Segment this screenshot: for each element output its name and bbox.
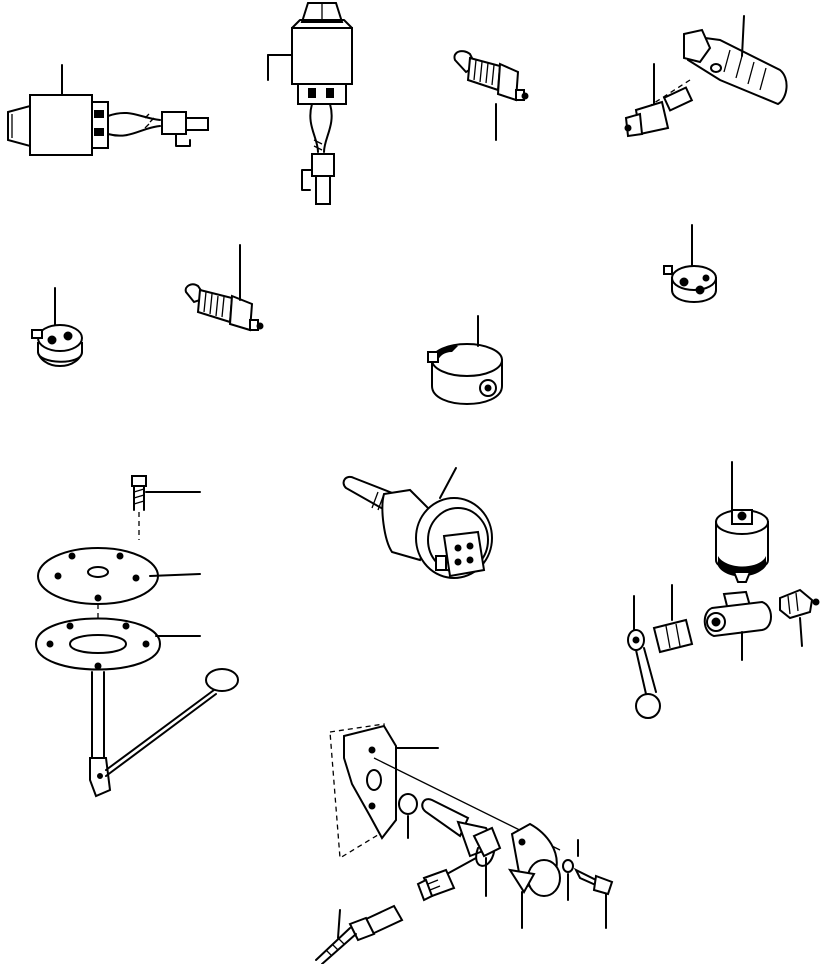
relay-body [29,94,93,156]
sensor-with-adapter [624,15,788,138]
pressure-switch-small [31,287,83,367]
speed-sensor-bracket-assembly [315,723,614,965]
leader-line [337,909,341,939]
washer [562,859,574,873]
sender-gasket [34,617,162,671]
pressure-switch-assembly-with-tee [627,461,820,719]
temperature-sensor [453,50,529,141]
leader-line [741,15,745,57]
fuel-level-sender [34,475,239,798]
o-ring [398,793,418,815]
sensor-connector [442,530,486,578]
leader-line [439,467,457,499]
vertical-relay-switch-with-harness [267,2,353,205]
relay-switch-with-harness [7,64,209,156]
pressure-switch-round [427,315,503,405]
leader-line [799,617,803,647]
leader-line [149,573,201,577]
temperature-switch [184,244,264,332]
pressure-switch-cap [663,224,717,303]
relay-body [291,27,353,85]
bolt [592,874,614,896]
sender-float [205,668,239,692]
pressure-sensor-with-connector [342,467,493,579]
relay-hex-nut [7,104,31,148]
